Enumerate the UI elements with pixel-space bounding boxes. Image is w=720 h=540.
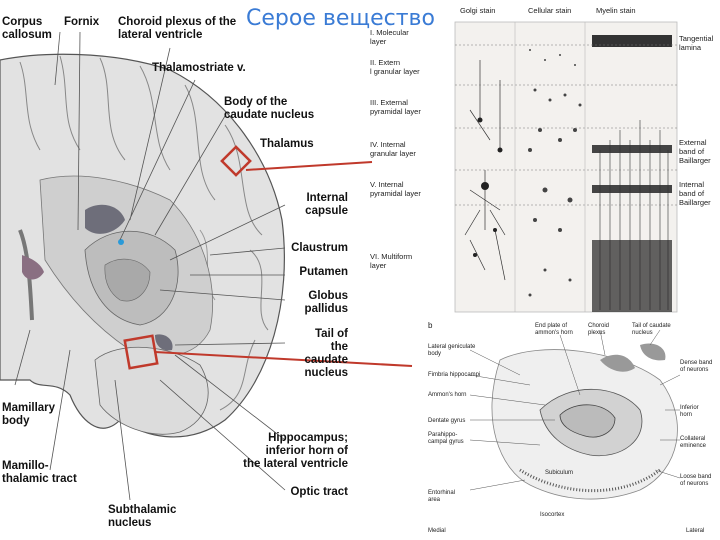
label-thalamus: Thalamus — [260, 138, 314, 150]
hl-lateral-geniculate: Lateral geniculate body — [428, 344, 476, 357]
hl-inferior-horn: Inferior horn — [680, 405, 699, 418]
column-cellular: Cellular stain — [528, 6, 572, 15]
hl-corner-right: Lateral — [686, 528, 705, 534]
label-optic-tract: Optic tract — [290, 486, 348, 498]
label-internal-capsule: Internal capsule — [305, 192, 348, 217]
label-mamillary-body: Mamillary body — [2, 402, 56, 427]
hl-dense-band: Dense band of neurons — [680, 360, 713, 373]
hl-collateral-eminence: Collateral eminence — [680, 436, 707, 449]
hl-corner-left: Medial — [428, 528, 446, 534]
layer-iii: III. External pyramidal layer — [370, 98, 421, 116]
layer-i: I. Molecular layer — [370, 28, 409, 46]
label-hippocampus: Hippocampus; inferior horn of the latera… — [243, 432, 348, 470]
hl-loose-band: Loose band of neurons — [680, 474, 712, 487]
label-external-band: External band of Baillarger — [679, 138, 711, 165]
page-title: Серое вещество — [246, 6, 435, 31]
hl-parahippocampal: Parahippo- campal gyrus — [428, 432, 464, 445]
hippocampus-panel — [469, 329, 681, 500]
panel-letter: b — [428, 321, 433, 330]
cortex-layers-panel — [454, 21, 678, 313]
layer-vi: VI. Multiform layer — [370, 252, 413, 270]
hl-tail-caudate: Tail of caudate nucleus — [632, 323, 671, 336]
highlight-markers — [123, 145, 413, 370]
hl-end-plate: End plate of ammon's horn — [535, 323, 573, 336]
hl-subiculum: Subiculum — [545, 470, 574, 476]
column-golgi: Golgi stain — [460, 6, 496, 15]
label-mamillothalamic: Mamillo- thalamic tract — [2, 460, 77, 485]
label-tail-caudate: Tail of the caudate nucleus — [304, 328, 348, 379]
label-corpus-callosum: Corpus callosum — [2, 16, 52, 41]
layer-ii: II. Extern l granular layer — [370, 58, 420, 76]
label-internal-band: Internal band of Baillarger — [679, 180, 711, 207]
label-putamen: Putamen — [299, 266, 348, 278]
label-thalamostriate: Thalamostriate v. — [152, 62, 246, 74]
brain-section — [0, 31, 286, 501]
label-fornix: Fornix — [64, 16, 100, 28]
label-body-caudate: Body of the caudate nucleus — [224, 96, 315, 121]
layer-iv: IV. Internal granular layer — [370, 140, 416, 158]
label-subthalamic: Subthalamic nucleus — [108, 504, 177, 529]
hl-entorhinal: Entorhinal area — [428, 490, 456, 503]
layer-v: V. Internal pyramidal layer — [370, 180, 421, 198]
hl-fimbria: Fimbria hippocampi — [428, 372, 481, 378]
hl-isocortex: Isocortex — [540, 512, 565, 518]
hl-dentate-gyrus: Dentate gyrus — [428, 418, 466, 424]
label-tangential-lamina: Tangential lamina — [679, 34, 714, 52]
label-globus-pallidus: Globus pallidus — [304, 290, 348, 315]
hl-choroid-plexus: Choroid plexus — [588, 323, 610, 336]
label-choroid-plexus: Choroid plexus of the lateral ventricle — [118, 16, 237, 41]
hl-ammons-horn: Ammon's horn — [428, 392, 467, 398]
column-myelin: Myelin stain — [596, 6, 636, 15]
label-claustrum: Claustrum — [291, 242, 348, 254]
